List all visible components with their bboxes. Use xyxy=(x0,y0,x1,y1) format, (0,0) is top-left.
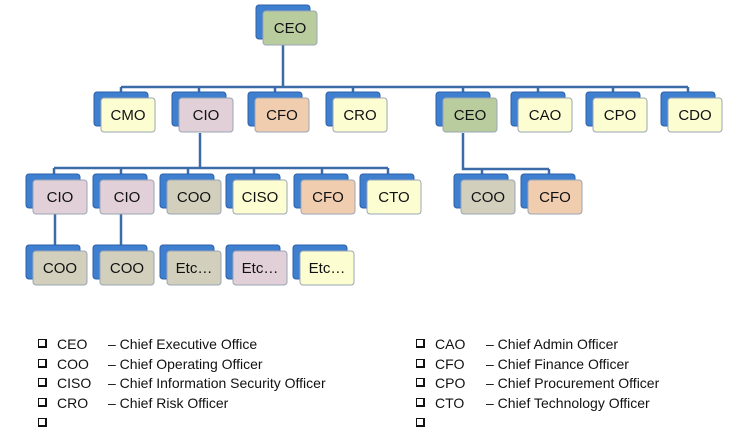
node-level3: COO xyxy=(25,244,88,286)
node-box xyxy=(517,97,573,133)
node-cfo: CFO xyxy=(247,91,310,133)
node-label: CFO xyxy=(539,189,571,206)
node-label: CRO xyxy=(343,107,376,124)
node-level3: Etc… xyxy=(159,244,222,286)
node-label: CFO xyxy=(266,107,298,124)
node-label: Etc… xyxy=(176,260,213,277)
node-box xyxy=(32,250,88,286)
node-label: COO xyxy=(471,189,505,206)
node-coo: COO xyxy=(159,173,222,215)
node-cpo: CPO xyxy=(585,91,648,133)
node-label: Etc… xyxy=(242,260,279,277)
node-cio: CIO xyxy=(92,173,155,215)
node-box xyxy=(366,179,422,215)
node-label: COO xyxy=(177,189,211,206)
node-box xyxy=(667,97,723,133)
checkbox-icon xyxy=(38,378,47,387)
node-label: Etc… xyxy=(309,260,346,277)
legend-desc: – Chief Information Security Officer xyxy=(108,375,326,391)
node-coo: COO xyxy=(453,173,516,215)
node-box xyxy=(178,97,234,133)
node-box xyxy=(527,179,583,215)
node-box xyxy=(166,250,222,286)
node-label: CIO xyxy=(114,189,141,206)
node-box xyxy=(232,250,288,286)
legend-desc: – Chief Operating Officer xyxy=(108,356,263,372)
node-label: CDO xyxy=(678,107,711,124)
legend-abbr: COO xyxy=(57,356,89,372)
node-cao: CAO xyxy=(510,91,573,133)
node-box xyxy=(254,97,310,133)
checkbox-icon xyxy=(416,339,425,348)
checkbox-icon xyxy=(38,339,47,348)
node-label: CAO xyxy=(529,107,562,124)
node-label: CMO xyxy=(111,107,146,124)
checkbox-icon xyxy=(416,378,425,387)
node-root-ceo: CEO xyxy=(255,4,318,46)
node-ceo: CEO xyxy=(435,91,498,133)
node-box xyxy=(262,10,318,46)
checkbox-icon xyxy=(38,359,47,368)
node-label: CIO xyxy=(47,189,74,206)
node-box xyxy=(232,179,288,215)
node-box xyxy=(460,179,516,215)
node-label: CEO xyxy=(274,20,307,37)
node-cio: CIO xyxy=(25,173,88,215)
node-box xyxy=(99,250,155,286)
node-cto: CTO xyxy=(359,173,422,215)
node-box xyxy=(299,250,355,286)
legend-abbr: CTO xyxy=(435,395,465,411)
legend-abbr: CFO xyxy=(435,356,465,372)
legend-abbr: CISO xyxy=(57,375,92,391)
node-cfo: CFO xyxy=(520,173,583,215)
node-box xyxy=(166,179,222,215)
legend-desc: – Chief Executive Office xyxy=(108,336,258,352)
node-label: CEO xyxy=(454,107,487,124)
legend-desc: – Chief Finance Officer xyxy=(486,356,629,372)
node-box xyxy=(32,179,88,215)
checkbox-icon xyxy=(416,398,425,407)
node-label: CPO xyxy=(604,107,637,124)
node-label: CTO xyxy=(378,189,409,206)
legend-abbr: CAO xyxy=(435,336,466,352)
legend-abbr: CPO xyxy=(435,375,466,391)
node-box xyxy=(442,97,498,133)
node-box xyxy=(592,97,648,133)
legend-desc: – Chief Technology Officer xyxy=(486,395,650,411)
node-label: CISO xyxy=(242,189,279,206)
checkbox-icon xyxy=(416,418,425,427)
connector-line xyxy=(461,133,549,171)
checkbox-icon xyxy=(38,398,47,407)
node-box xyxy=(100,97,156,133)
checkbox-icon xyxy=(38,418,47,427)
node-label: CIO xyxy=(193,107,220,124)
node-cmo: CMO xyxy=(93,91,156,133)
node-cfo: CFO xyxy=(293,173,356,215)
checkbox-icon xyxy=(416,359,425,368)
legend-desc: – Chief Procurement Officer xyxy=(486,375,660,391)
legend-desc: – Chief Risk Officer xyxy=(108,395,229,411)
node-label: COO xyxy=(43,260,77,277)
node-box xyxy=(332,97,388,133)
node-box xyxy=(300,179,356,215)
node-cdo: CDO xyxy=(660,91,723,133)
org-chart: CEO CMO CIO CFO CRO CEO CAO CPO CDO CIO CIO COO CISO… xyxy=(25,4,723,286)
node-box xyxy=(99,179,155,215)
node-level3: Etc… xyxy=(292,244,355,286)
node-level3: COO xyxy=(92,244,155,286)
node-level3: Etc… xyxy=(225,244,288,286)
node-label: CFO xyxy=(312,189,344,206)
legend-abbr: CRO xyxy=(57,395,89,411)
node-cio: CIO xyxy=(171,91,234,133)
node-label: COO xyxy=(110,260,144,277)
legend-desc: – Chief Admin Officer xyxy=(486,336,619,352)
node-cro: CRO xyxy=(325,91,388,133)
node-ciso: CISO xyxy=(225,173,288,215)
legend-abbr: CEO xyxy=(57,336,88,352)
